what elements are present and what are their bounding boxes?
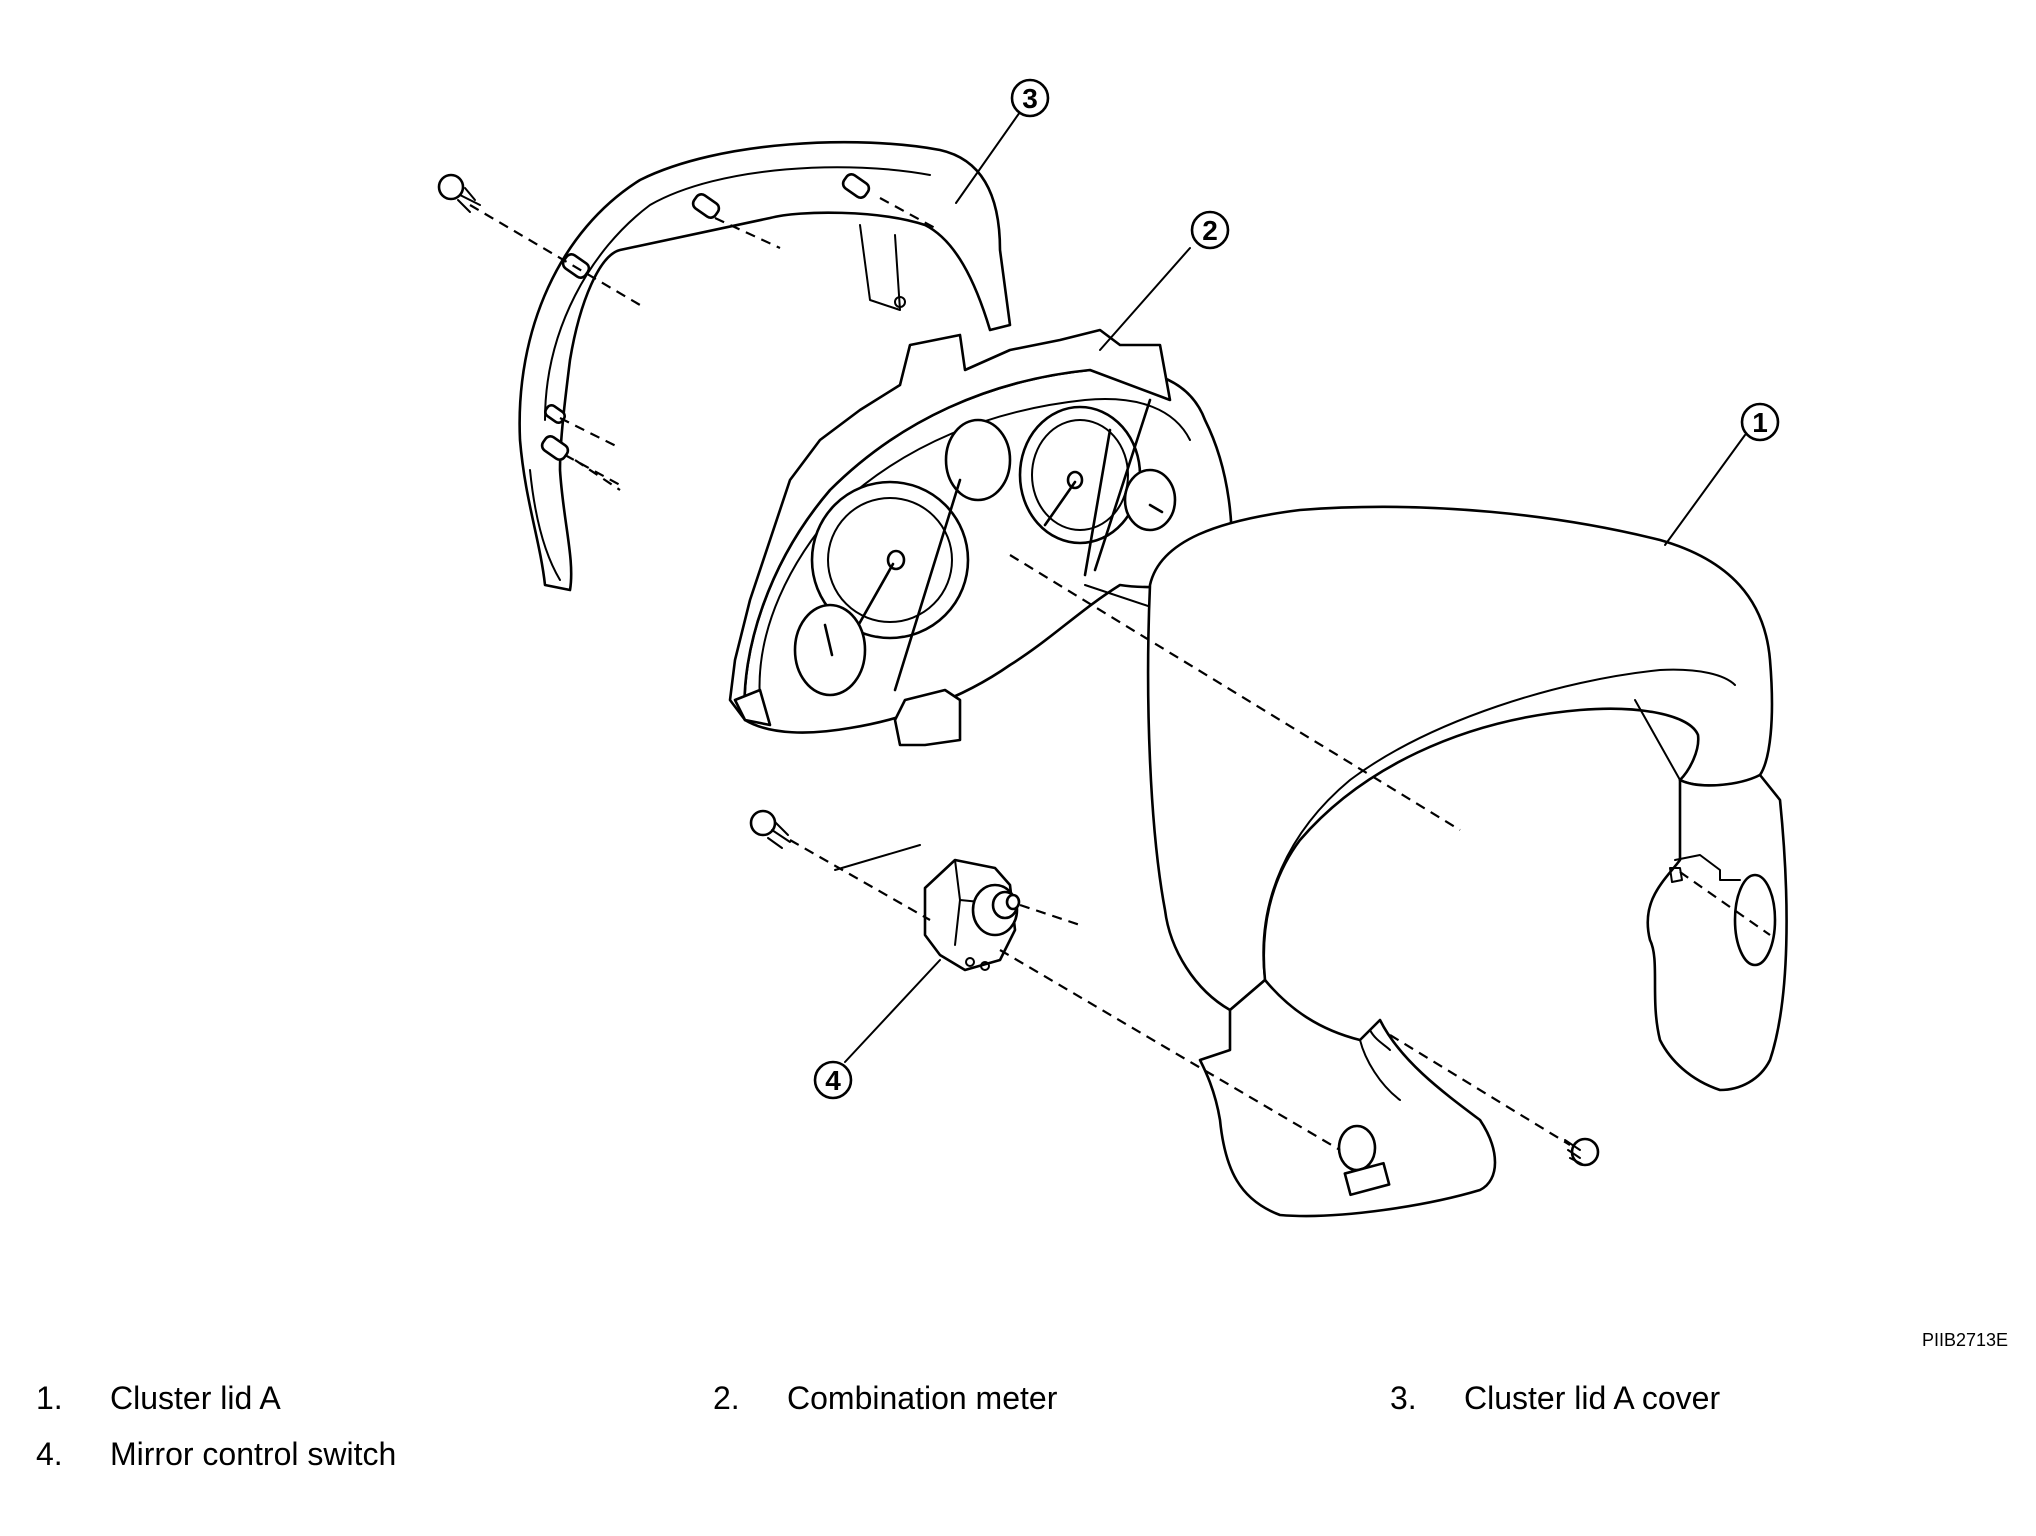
legend-number: 2. — [713, 1380, 740, 1416]
callout-1: 1 — [1740, 402, 1780, 442]
cluster-lid-a — [1009, 434, 1788, 1218]
legend-number: 1. — [36, 1380, 63, 1416]
callout-4: 4 — [813, 1060, 853, 1100]
legend-number: 3. — [1390, 1380, 1417, 1416]
exploded-view-diagram: 1 2 3 4 — [437, 78, 1788, 1218]
callout-3: 3 — [1010, 78, 1050, 118]
legend-label: Mirror control switch — [110, 1436, 397, 1472]
legend-number: 4. — [36, 1436, 63, 1472]
figure-code: PIIB2713E — [1921, 1330, 2008, 1350]
cluster-lid-a-cover — [437, 111, 1021, 592]
svg-text:4: 4 — [825, 1065, 841, 1096]
svg-text:1: 1 — [1752, 407, 1768, 438]
legend-label: Cluster lid A cover — [1464, 1380, 1721, 1416]
callout-2: 2 — [1190, 210, 1230, 250]
legend-label: Cluster lid A — [110, 1380, 281, 1416]
legend-label: Combination meter — [787, 1380, 1058, 1416]
svg-text:2: 2 — [1202, 215, 1218, 246]
svg-text:3: 3 — [1022, 83, 1038, 114]
mirror-control-switch — [749, 809, 1341, 1151]
combination-meter — [728, 247, 1234, 747]
